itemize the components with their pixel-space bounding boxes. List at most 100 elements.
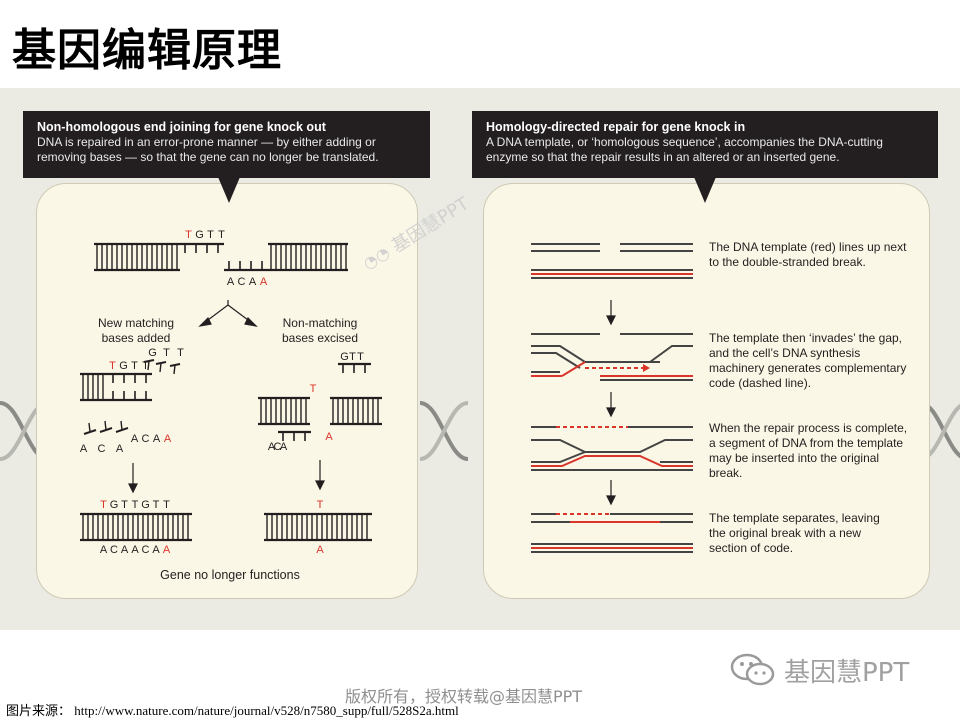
- hdr-panel: [483, 183, 930, 599]
- excised-free-letter: T: [349, 351, 357, 363]
- seq-lower-letter: A: [249, 276, 257, 288]
- hdr-step-3: When the repair process is complete, a s…: [709, 421, 908, 480]
- branch-arrows: [198, 300, 258, 327]
- source-url: http://www.nature.com/nature/journal/v52…: [74, 703, 459, 718]
- seq-upper-letter: T: [207, 229, 215, 241]
- added-lower-letter: A: [164, 433, 172, 445]
- excised-free-letter: T: [357, 351, 365, 363]
- free-nucleotide: [155, 361, 167, 373]
- dna-helix-icon: [420, 401, 468, 461]
- added-upper-letter: G: [119, 360, 129, 372]
- excised-free-letter: A: [268, 441, 276, 453]
- overhang-upper: [180, 242, 224, 253]
- overhang-lower: [224, 261, 268, 272]
- nhej-header-title: Non-homologous end joining for gene knoc…: [37, 120, 326, 134]
- excised-free-strand: [338, 362, 371, 373]
- invading-strand: [531, 352, 581, 369]
- hdr-step-2: The template then ‘invades’ the gap, and…: [709, 331, 907, 390]
- free-nucleotide: [99, 420, 113, 433]
- template-strand: [531, 455, 693, 467]
- free-nucleotide: [83, 422, 97, 435]
- invading-strand: [531, 345, 660, 363]
- dna-segment-right: [268, 242, 348, 272]
- hdr-header-pointer: [694, 177, 716, 203]
- hdr-step-1: The DNA template (red) lines up next to …: [709, 240, 907, 269]
- excised-free-letter: A: [280, 441, 288, 453]
- source-line: 图片来源： http://www.nature.com/nature/journ…: [6, 700, 459, 719]
- free-upper-letter: T: [177, 347, 185, 359]
- added-stub-left: [80, 372, 108, 402]
- excised-free-letter: C: [274, 441, 283, 453]
- nhej-down-arrows: [128, 460, 325, 494]
- template-strand: [561, 361, 586, 377]
- added-lower-letter: C: [142, 433, 151, 445]
- result-left-lower-letter: A: [163, 544, 171, 556]
- nhej-conclusion: Gene no longer functions: [160, 568, 300, 582]
- seq-lower-letter: C: [238, 276, 247, 288]
- result-left-lower-letter: C: [110, 544, 119, 556]
- result-right-dna: [264, 512, 372, 542]
- invading-strand: [649, 345, 693, 363]
- free-lower-letter: A: [116, 443, 124, 455]
- result-left-upper-letter: T: [153, 499, 161, 511]
- result-left-lower-letter: A: [100, 544, 108, 556]
- slide-title: 基因编辑原理: [12, 25, 282, 76]
- excised-upper-letter: T: [310, 383, 317, 395]
- seq-lower-letter: A: [260, 276, 268, 288]
- excised-lower-letter: A: [325, 431, 333, 443]
- nhej-header: Non-homologous end joining for gene knoc…: [23, 111, 430, 178]
- added-lower-letter: A: [131, 433, 139, 445]
- joined-strand: [531, 439, 693, 453]
- free-upper-letter: G: [148, 347, 158, 359]
- result-left-upper-letter: G: [110, 499, 120, 511]
- result-left-lower-letter: A: [131, 544, 139, 556]
- added-upper-letter: T: [142, 360, 150, 372]
- result-left-upper-letter: T: [132, 499, 140, 511]
- result-left-dna: [80, 512, 192, 542]
- hdr-header-description: A DNA template, or ‘homologous sequence’…: [486, 135, 883, 164]
- dna-segment-left: [94, 242, 180, 272]
- branch-right-label: Non-matching bases excised: [281, 316, 359, 345]
- excised-free-strand: [278, 430, 311, 441]
- nhej-header-description: DNA is repaired in an error-prone manner…: [37, 135, 379, 164]
- excised-free-letter: G: [340, 351, 350, 363]
- nhej-header-pointer: [218, 177, 240, 203]
- added-overhang-lower: [108, 391, 152, 402]
- free-lower-letter: A: [80, 443, 88, 455]
- seq-upper-letter: T: [185, 229, 193, 241]
- added-lower-letter: A: [153, 433, 161, 445]
- hdr-header-title: Homology-directed repair for gene knock …: [486, 120, 746, 134]
- excised-segment-left: [258, 396, 310, 426]
- synthesis-arrowhead: [643, 364, 650, 372]
- seq-lower-letter: A: [227, 276, 235, 288]
- hdr-step-4: The template separates, leaving the orig…: [709, 511, 880, 555]
- result-left-upper-letter: T: [121, 499, 129, 511]
- seq-upper-letter: T: [218, 229, 226, 241]
- branch-left-label: New matching bases added: [97, 316, 175, 345]
- hdr-down-arrows: [606, 300, 616, 506]
- added-upper-letter: T: [109, 360, 117, 372]
- source-label: 图片来源：: [6, 704, 72, 719]
- result-left-lower-letter: C: [142, 544, 151, 556]
- result-left-lower-letter: A: [121, 544, 129, 556]
- template-outline: [531, 451, 586, 463]
- wechat-icon: [730, 653, 775, 686]
- brand-watermark: 基因慧PPT: [730, 652, 909, 688]
- nhej-panel: [36, 183, 418, 599]
- seq-upper-letter: G: [195, 229, 205, 241]
- result-left-upper-letter: T: [100, 499, 108, 511]
- hdr-header: Homology-directed repair for gene knock …: [472, 111, 938, 178]
- excised-segment-right: [330, 396, 382, 426]
- added-upper-letter: T: [131, 360, 139, 372]
- free-nucleotide: [143, 359, 155, 371]
- result-left-lower-letter: A: [152, 544, 160, 556]
- result-left-upper-letter: T: [163, 499, 171, 511]
- result-right-lower-letter: A: [316, 544, 324, 556]
- rights-text: 版权所有，授权转载@基因慧PPT: [345, 687, 583, 706]
- added-overhang-upper: [108, 372, 152, 383]
- free-lower-letter: C: [98, 443, 107, 455]
- result-left-upper-letter: G: [141, 499, 151, 511]
- free-upper-letter: T: [163, 347, 171, 359]
